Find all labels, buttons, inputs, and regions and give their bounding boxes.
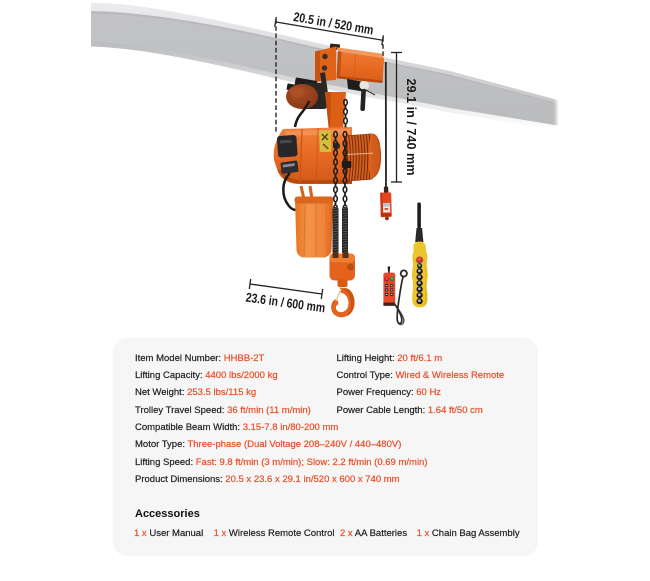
svg-text:20.5 in / 520 mm: 20.5 in / 520 mm: [292, 9, 374, 37]
svg-text:29.1 in / 740 mm: 29.1 in / 740 mm: [404, 79, 419, 176]
